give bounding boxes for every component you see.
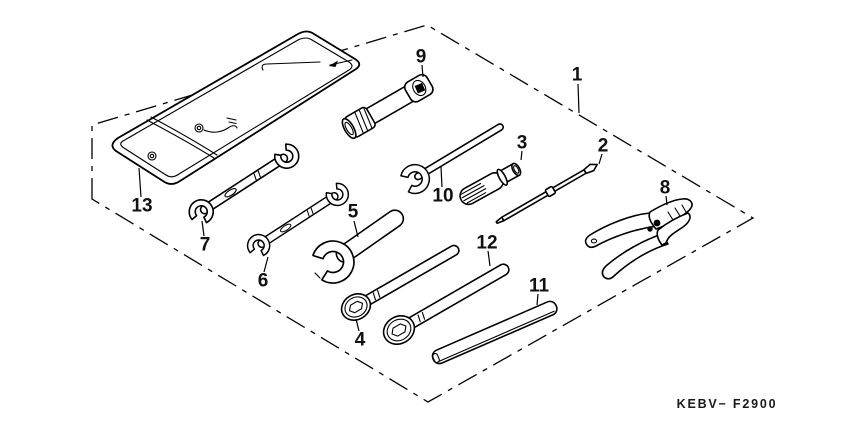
part-callout-10: 10 xyxy=(432,185,454,207)
part-callout-4: 4 xyxy=(354,329,366,351)
leader-line-9 xyxy=(421,64,424,78)
part-callout-8: 8 xyxy=(659,177,671,199)
part-callout-6: 6 xyxy=(257,270,269,292)
part-callout-13: 13 xyxy=(131,195,153,217)
leader-lines xyxy=(138,64,668,332)
toolkit-boundary xyxy=(91,24,755,403)
leader-line-11 xyxy=(536,293,539,306)
leader-line-7 xyxy=(201,220,205,237)
leader-line-10 xyxy=(440,166,443,188)
leader-line-1 xyxy=(577,83,580,114)
box-end-wrench-a xyxy=(340,244,460,321)
handle-bar-lever xyxy=(431,300,558,365)
part-callout-3: 3 xyxy=(516,132,528,154)
snap-button xyxy=(194,123,204,133)
leader-line-12 xyxy=(487,250,491,267)
part-callout-7: 7 xyxy=(199,234,211,256)
part-callout-2: 2 xyxy=(597,135,609,157)
leader-line-2 xyxy=(598,153,603,165)
leader-line-4 xyxy=(355,318,360,332)
leader-line-3 xyxy=(520,150,523,161)
slip-joint-pliers xyxy=(584,198,693,280)
part-callout-5: 5 xyxy=(347,201,359,223)
part-callout-9: 9 xyxy=(415,46,427,68)
tool-pouch xyxy=(111,30,361,185)
leader-line-13 xyxy=(138,167,142,198)
screwdriver-grip-handle xyxy=(459,162,522,206)
box-end-wrench-b xyxy=(382,263,510,345)
screwdriver-blade xyxy=(495,163,598,225)
leader-line-5 xyxy=(353,220,359,238)
snap-button xyxy=(147,151,157,161)
spark-plug-socket-wrench xyxy=(341,73,434,140)
leader-line-6 xyxy=(263,256,269,273)
rod-open-end-wrench xyxy=(397,123,504,198)
pin-spanner-wrench xyxy=(309,209,405,289)
part-callout-1: 1 xyxy=(571,64,583,86)
part-callout-12: 12 xyxy=(476,232,498,254)
part-callout-11: 11 xyxy=(528,275,550,297)
leader-line-8 xyxy=(665,195,668,206)
diagram-code: KEBV− F2900 xyxy=(676,397,778,411)
